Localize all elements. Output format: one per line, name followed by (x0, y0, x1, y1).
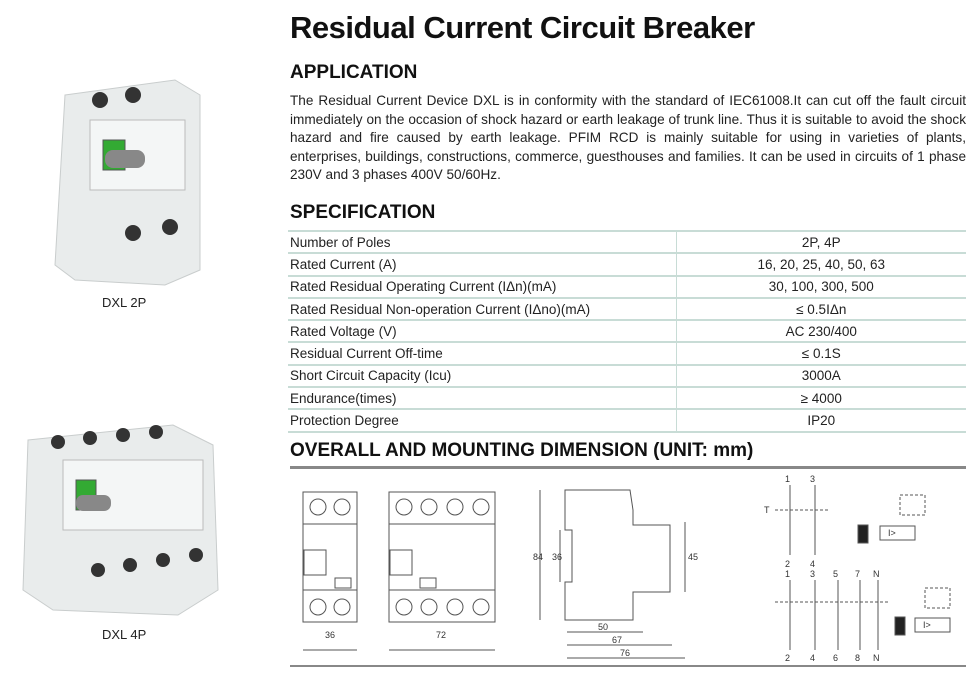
front-view-4p (388, 491, 496, 651)
schematic-4p: 1 3 5 7 N 2 4 6 8 N I> (775, 569, 951, 663)
terminal-label: 4 (810, 559, 815, 569)
terminal-label: 4 (810, 653, 815, 663)
spec-value: ≤ 0.1S (675, 342, 966, 366)
spec-label: Rated Residual Non-operation Current (IΔ… (288, 297, 676, 322)
dim-rail: 36 (552, 552, 562, 562)
spec-value: 16, 20, 25, 40, 50, 63 (675, 253, 966, 277)
terminal-label: N (873, 569, 880, 579)
dimension-drawings: 36 72 84 36 45 50 67 76 1 3 2 4 T I> 1 3… (302, 474, 951, 663)
spec-row: Rated Residual Non-operation Current (IΔ… (288, 297, 966, 322)
dim-front: 45 (688, 552, 698, 562)
terminal-label: 3 (810, 569, 815, 579)
spec-value: 30, 100, 300, 500 (675, 275, 966, 299)
front-view-2p (302, 491, 358, 651)
terminal-label: 1 (785, 474, 790, 484)
spec-label: Residual Current Off-time (288, 342, 676, 366)
dim-depth-76: 76 (620, 648, 630, 658)
terminal-label: 2 (785, 559, 790, 569)
spec-label: Rated Residual Operating Current (IΔn)(m… (288, 275, 676, 299)
spec-row: Short Circuit Capacity (Icu)3000A (288, 364, 966, 389)
terminal-label: 2 (785, 653, 790, 663)
relay-label: I> (923, 620, 931, 630)
spec-value: IP20 (675, 409, 966, 433)
spec-value: ≥ 4000 (675, 387, 966, 411)
terminal-label: 8 (855, 653, 860, 663)
dim-depth-50: 50 (598, 622, 608, 632)
spec-label: Short Circuit Capacity (Icu) (288, 364, 676, 389)
dxl-4p-product-image (22, 424, 219, 616)
spec-label: Protection Degree (288, 409, 676, 433)
schematic-2p: 1 3 2 4 T I> (764, 474, 926, 569)
dim-width-4p: 72 (436, 630, 446, 640)
dim-depth-67: 67 (612, 635, 622, 645)
test-label: T (764, 505, 770, 515)
spec-value: 3000A (675, 364, 966, 389)
dxl-4p-label: DXL 4P (102, 627, 147, 642)
terminal-label: 1 (785, 569, 790, 579)
specification-heading: SPECIFICATION (290, 202, 436, 223)
dxl-2p-label: DXL 2P (102, 295, 147, 310)
divider (290, 665, 966, 667)
relay-label: I> (888, 528, 896, 538)
application-text: The Residual Current Device DXL is in co… (290, 93, 966, 182)
page-title: Residual Current Circuit Breaker (290, 10, 755, 45)
spec-value: 2P, 4P (675, 231, 966, 255)
terminal-label: 6 (833, 653, 838, 663)
dim-width-2p: 36 (325, 630, 335, 640)
dimension-heading: OVERALL AND MOUNTING DIMENSION (UNIT: mm… (290, 440, 754, 461)
spec-label: Rated Voltage (V) (288, 320, 676, 344)
spec-label: Number of Poles (288, 231, 676, 255)
spec-row: Rated Residual Operating Current (IΔn)(m… (288, 275, 966, 299)
spec-row: Endurance(times)≥ 4000 (288, 387, 966, 411)
application-heading: APPLICATION (290, 62, 418, 83)
terminal-label: N (873, 653, 880, 663)
spec-row: Residual Current Off-time≤ 0.1S (288, 342, 966, 366)
dim-height: 84 (533, 552, 543, 562)
side-view (539, 489, 686, 659)
terminal-label: 5 (833, 569, 838, 579)
spec-row: Rated Voltage (V)AC 230/400 (288, 320, 966, 344)
divider (290, 466, 966, 469)
spec-label: Endurance(times) (288, 387, 676, 411)
terminal-label: 7 (855, 569, 860, 579)
spec-label: Rated Current (A) (288, 253, 676, 277)
dxl-2p-product-image (54, 79, 201, 286)
spec-row: Rated Current (A)16, 20, 25, 40, 50, 63 (288, 253, 966, 277)
terminal-label: 3 (810, 474, 815, 484)
spec-value: ≤ 0.5IΔn (675, 297, 966, 322)
spec-value: AC 230/400 (675, 320, 966, 344)
